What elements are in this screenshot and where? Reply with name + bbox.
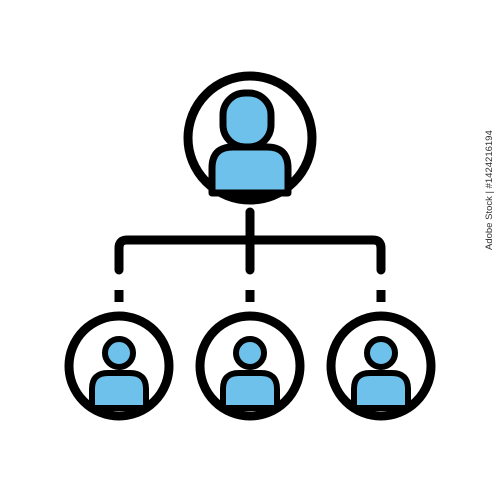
person-head <box>233 336 267 370</box>
person-icon <box>351 336 411 411</box>
drop-dash-center <box>245 290 255 302</box>
branch-line <box>114 235 386 275</box>
drop-dash-left <box>114 290 124 302</box>
person-icon <box>89 336 149 411</box>
node-bottom-right <box>326 311 436 421</box>
node-top <box>183 71 317 205</box>
drop-dash-right <box>376 290 386 302</box>
connector-lines <box>114 207 386 275</box>
dashed-drops <box>114 290 386 302</box>
person-body <box>220 370 280 411</box>
person-icon <box>208 89 292 197</box>
person-head <box>102 336 136 370</box>
node-bottom-center <box>195 311 305 421</box>
person-body <box>351 370 411 411</box>
person-body <box>89 370 149 411</box>
person-head <box>364 336 398 370</box>
person-body <box>208 143 292 197</box>
node-bottom-left <box>64 311 174 421</box>
person-head <box>219 89 275 151</box>
person-icon <box>220 336 280 411</box>
